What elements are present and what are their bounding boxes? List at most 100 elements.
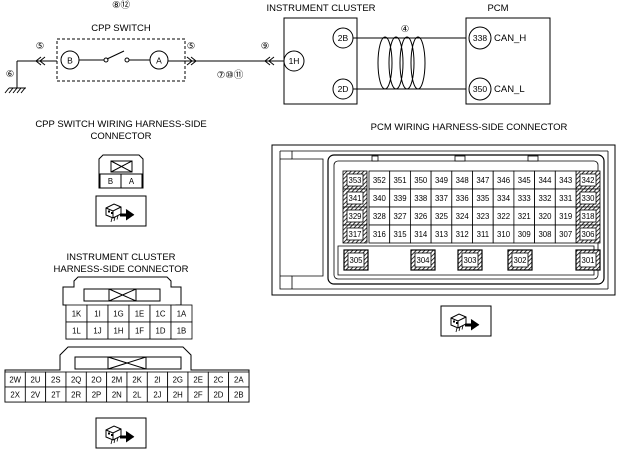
ic-connector-2-pin: 2M xyxy=(111,376,122,385)
ic-connector-2-pin: 2E xyxy=(193,376,203,385)
pcm-pin: 326 xyxy=(414,212,427,221)
pcm-pin: 339 xyxy=(394,194,407,203)
pcm-pin: 335 xyxy=(476,194,490,203)
ground-ref: ⑥ xyxy=(6,69,15,80)
ic-connector-1-pin: 1K xyxy=(72,310,82,319)
pcm-pin: 311 xyxy=(477,230,489,239)
pcm-title: PCM xyxy=(487,3,508,14)
ic-connector-1-pin: 1L xyxy=(72,327,81,336)
cpp-connector-pin: A xyxy=(129,177,135,186)
pcm-pin: 328 xyxy=(373,212,386,221)
cluster-pin-2b: 2B xyxy=(338,33,349,43)
pcm-pin: 334 xyxy=(497,194,511,203)
ic-connector-2-pin: 2S xyxy=(51,376,61,385)
pcm-pin: 345 xyxy=(518,176,532,185)
ic-connector-1-pin: 1D xyxy=(156,327,166,336)
cpp-switch-title: CPP SWITCH xyxy=(91,23,151,34)
pcm-pin: 331 xyxy=(559,194,572,203)
cpp-connector-pin: B xyxy=(108,177,113,186)
ic-connector-2-pin: 2P xyxy=(92,391,102,400)
pcm-large-pin: 305 xyxy=(349,256,363,265)
pcm-pin: 343 xyxy=(559,176,572,185)
pcm-pin: 349 xyxy=(435,176,448,185)
pcm-pin: 337 xyxy=(435,194,448,203)
pcm-pin-338: 338 xyxy=(473,33,487,43)
pcm-pin: 351 xyxy=(394,176,407,185)
pcm-large-pin: 304 xyxy=(416,256,430,265)
pcm-pin: 309 xyxy=(518,230,531,239)
left-wire-ref: ⑤ xyxy=(36,41,45,52)
ic-connector-2-pin: 2F xyxy=(194,391,203,400)
pcm-pin: 323 xyxy=(476,212,489,221)
pcm-pin: 344 xyxy=(538,176,552,185)
pcm-pin: 312 xyxy=(456,230,469,239)
ic-connector-2-pin: 2I xyxy=(154,376,161,385)
ic-connector-1-pin: 1A xyxy=(177,310,187,319)
pcm-pin: 321 xyxy=(518,212,531,221)
pcm-pin: 352 xyxy=(373,176,386,185)
pcm-pin: 332 xyxy=(538,194,551,203)
connector-view-icon xyxy=(94,194,148,228)
pcm-pin: 308 xyxy=(538,230,551,239)
ic-connector-1-pin: 1F xyxy=(135,327,144,336)
pcm-pin: 338 xyxy=(414,194,427,203)
ic-connector-2-pin: 2T xyxy=(51,391,60,400)
pcm-large-pin: 303 xyxy=(463,256,476,265)
cluster-pin-1h: 1H xyxy=(289,56,300,66)
pcm-pin-hatched: 353 xyxy=(348,176,361,185)
pcm-pin: 333 xyxy=(518,194,531,203)
switch-pin-b: B xyxy=(67,56,73,66)
pcm-pin: 313 xyxy=(435,230,448,239)
ic-connector-2-pin: 2J xyxy=(153,391,161,400)
cluster-ref: ⑨ xyxy=(261,41,270,52)
ic-connector-2-pin: 2G xyxy=(173,376,183,385)
ic-connector-title-2: HARNESS-SIDE CONNECTOR xyxy=(54,264,189,275)
ic-connector-1-pin: 1I xyxy=(94,310,101,319)
ic-connector-2-pin: 2K xyxy=(132,376,142,385)
cpp-refs: ⑧⑫ xyxy=(112,0,131,11)
pcm-pin: 327 xyxy=(394,212,407,221)
ic-connector-2-pin: 2V xyxy=(31,391,41,400)
twisted-pair-ref: ④ xyxy=(401,24,410,35)
schematic: ⑧⑫ CPP SWITCH ⑥ ⑤ B A ⑤ ⑦⑩⑪ ⑨ INST xyxy=(4,0,551,105)
pcm-large-pin: 302 xyxy=(513,256,526,265)
right-wire-ref: ⑤ xyxy=(187,41,196,52)
pcm-pin: 325 xyxy=(435,212,449,221)
can-l-label: CAN_L xyxy=(494,84,525,95)
pcm-pin-hatched: 329 xyxy=(348,212,361,221)
pcm-pin-hatched: 342 xyxy=(581,176,594,185)
pcm-pin: 315 xyxy=(394,230,408,239)
ic-connector-1-pin: 1G xyxy=(113,310,123,319)
pcm-pin: 307 xyxy=(559,230,572,239)
ic-connector-1-pin: 1C xyxy=(156,310,166,319)
ic-connector-1-pin: 1H xyxy=(114,327,124,336)
ic-connector-2-pin: 2R xyxy=(71,391,81,400)
cpp-connector-title-2: CONNECTOR xyxy=(90,131,151,142)
pcm-connector-title: PCM WIRING HARNESS-SIDE CONNECTOR xyxy=(371,122,568,133)
pcm-pin: 324 xyxy=(456,212,470,221)
pcm-pin: 346 xyxy=(497,176,510,185)
pcm-pin-hatched: 341 xyxy=(348,194,361,203)
pcm-pin: 322 xyxy=(497,212,510,221)
ic-connector-2-pin: 2O xyxy=(91,376,101,385)
pcm-connector-section: PCM WIRING HARNESS-SIDE CONNECTOR 353 341… xyxy=(271,122,616,338)
cpp-connector-title: CPP SWITCH WIRING HARNESS-SIDE xyxy=(35,119,206,130)
cluster-pin-2d: 2D xyxy=(338,84,349,94)
wire-refs: ⑦⑩⑪ xyxy=(217,70,244,81)
pcm-pin: 310 xyxy=(497,230,511,239)
ic-connector-2-pin: 2L xyxy=(133,391,142,400)
pcm-pin: 320 xyxy=(538,212,552,221)
ic-connector-1-pin: 1J xyxy=(93,327,101,336)
pcm-large-pin: 301 xyxy=(581,256,594,265)
ic-connector-2-pin: 2B xyxy=(234,391,244,400)
ic-connector-1-pin: 1B xyxy=(177,327,187,336)
ic-connector-2-pin: 2W xyxy=(9,376,21,385)
ic-connector-2-pin: 2C xyxy=(213,376,223,385)
pcm-pin: 336 xyxy=(456,194,469,203)
pcm-pin: 340 xyxy=(373,194,387,203)
pcm-pin-hatched: 306 xyxy=(581,230,594,239)
can-h-label: CAN_H xyxy=(494,33,526,44)
pcm-pin-hatched: 318 xyxy=(581,212,594,221)
ic-connector-title: INSTRUMENT CLUSTER xyxy=(66,252,175,263)
